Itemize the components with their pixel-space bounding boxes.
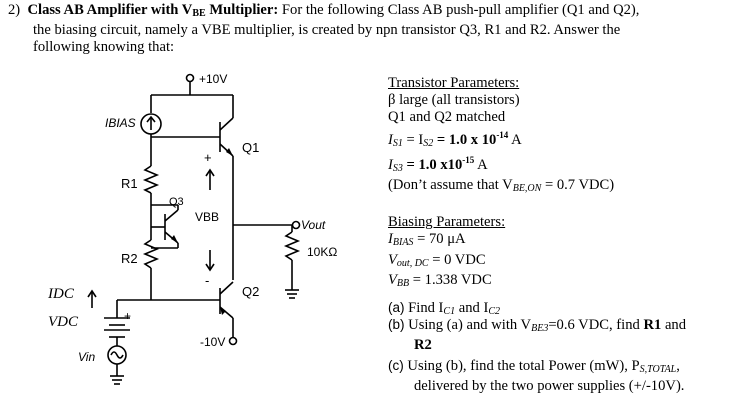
note-sub: BE,ON	[512, 183, 542, 195]
vout-value: = 0 VDC	[428, 251, 486, 268]
question-b-sub: BE3	[531, 323, 549, 334]
idc-label: IDC	[48, 286, 74, 302]
vcc-terminal	[185, 73, 195, 83]
vbb-plus-sign: +	[204, 150, 212, 165]
ibias-label: IBIAS	[105, 116, 136, 130]
title-part-b: Multiplier:	[205, 2, 279, 18]
vbb-symbol: V	[388, 271, 397, 288]
is3-exponent: -15	[462, 154, 475, 165]
load-resistor-label: 10KΩ	[307, 245, 338, 259]
header-line-1-rest: For the following Class AB push-pull amp…	[278, 2, 640, 18]
vbb-value: = 1.338 VDC	[409, 271, 492, 288]
matched-line: Q1 and Q2 matched	[388, 109, 506, 126]
vbe-note: (Don’t assume that VBE,ON = 0.7 VDC)	[388, 177, 728, 197]
is3-unit: A	[474, 156, 488, 173]
note-part-a: (Don’t assume that V	[388, 177, 513, 194]
vout-label: Vout	[301, 218, 326, 232]
is3-value: = 1.0 x10	[402, 156, 463, 173]
is1-symbol: I	[388, 131, 393, 148]
vbb-sub: BB	[396, 277, 410, 289]
is1-exponent: -14	[496, 129, 509, 140]
problem-title: Class AB Amplifier with VBE Multiplier:	[27, 2, 279, 19]
question-a-sub2: C2	[488, 306, 500, 317]
question-c: (c) Using (b), find the total Power (mW)…	[388, 357, 726, 395]
question-a-text-1: Find I	[404, 300, 444, 316]
header-line-3: following knowing that:	[33, 39, 175, 55]
q3-emitter-arrow	[171, 235, 178, 243]
vcc-label: +10V	[199, 72, 228, 86]
question-b-label: (b)	[388, 317, 405, 332]
vbb-label: VBB	[195, 210, 220, 224]
header-line-1: 2) Class AB Amplifier with VBE Multiplie…	[8, 2, 724, 22]
title-sub: BE	[192, 8, 206, 19]
question-b-text-1: Using (a) and with V	[404, 317, 532, 333]
ibias-value: = 70 μA	[413, 231, 466, 248]
question-b-line-2: R2	[388, 337, 726, 354]
problem-number: 2)	[8, 2, 21, 18]
problem-header: 2) Class AB Amplifier with VBE Multiplie…	[8, 2, 724, 56]
schematic-drawing	[87, 73, 301, 385]
question-b-text-3: and	[661, 317, 687, 333]
is1-sub: S1	[392, 137, 403, 149]
question-c-text-1: Using (b), find the total Power (mW), P	[403, 358, 640, 374]
spacer	[388, 197, 728, 214]
vout-symbol: V	[388, 251, 397, 268]
ibias-sub: BIAS	[392, 237, 414, 249]
header-line-2: the biasing circuit, namely a VBE multip…	[33, 22, 621, 38]
question-c-sub: S,TOTAL	[639, 364, 677, 375]
title-part-a: Class AB Amplifier with V	[27, 2, 193, 18]
question-b-r2: R2	[414, 337, 432, 354]
vout-dc-line: Vout, DC = 0 VDC	[388, 252, 728, 272]
vbb-minus-sign: -	[205, 273, 210, 288]
vout-terminal	[291, 220, 301, 230]
question-b: (b) Using (a) and with VBE3=0.6 VDC, fin…	[388, 316, 726, 354]
question-a-label: (a)	[388, 300, 405, 315]
is3-sub: S3	[392, 162, 403, 174]
is2-sub: S2	[423, 137, 434, 149]
q2-label: Q2	[242, 284, 260, 299]
question-a: (a) Find IC1 and IC2	[388, 299, 726, 320]
vee-terminal	[228, 336, 238, 346]
question-c-text-2: ,	[676, 358, 680, 374]
vout-sub: out, DC	[396, 257, 429, 269]
question-a-sub1: C1	[443, 306, 456, 317]
parameters-column: Transistor Parameters: β large (all tran…	[388, 75, 728, 292]
is1-unit: A	[508, 131, 522, 148]
transistor-params-heading: Transistor Parameters:	[388, 75, 520, 91]
beta-line: β large (all transistors)	[388, 92, 520, 109]
question-a-text-2: and I	[455, 300, 489, 316]
q2-emitter-arrow	[220, 307, 226, 315]
vee-label: -10V	[200, 335, 226, 349]
question-c-line-2: delivered by the two power supplies (+/-…	[414, 378, 685, 395]
question-c-label: (c)	[388, 358, 404, 373]
q1-emitter-arrow	[226, 148, 233, 156]
vin-label: Vin	[78, 350, 96, 364]
is3-symbol: I	[388, 156, 393, 173]
q1-label: Q1	[242, 140, 260, 155]
q3-label: Q3	[169, 196, 184, 208]
circuit-schematic: +10V IBIAS Q1 + R1 Q3 VBB Vout 10KΩ R2 -…	[0, 60, 370, 418]
battery-plus-sign: +	[124, 309, 132, 323]
is1-line: IS1 = IS2 = 1.0 x 10-14 A	[388, 127, 728, 152]
question-b-r1: R1	[643, 317, 662, 333]
r2-label: R2	[121, 251, 138, 266]
vbb-line: VBB = 1.338 VDC	[388, 272, 728, 292]
is1-value: = 1.0 x 10	[433, 131, 497, 148]
is1-eq: = I	[402, 131, 424, 148]
r1-label: R1	[121, 176, 138, 191]
vdc-label: VDC	[48, 314, 78, 330]
ibias-symbol: I	[388, 231, 393, 248]
is3-line: IS3 = 1.0 x10-15 A	[388, 152, 728, 177]
biasing-params-heading: Biasing Parameters:	[388, 214, 506, 231]
ibias-line: IBIAS = 70 μA	[388, 231, 728, 251]
note-part-b: = 0.7 VDC)	[541, 177, 615, 194]
question-b-text-2: =0.6 VDC, find	[548, 317, 644, 333]
